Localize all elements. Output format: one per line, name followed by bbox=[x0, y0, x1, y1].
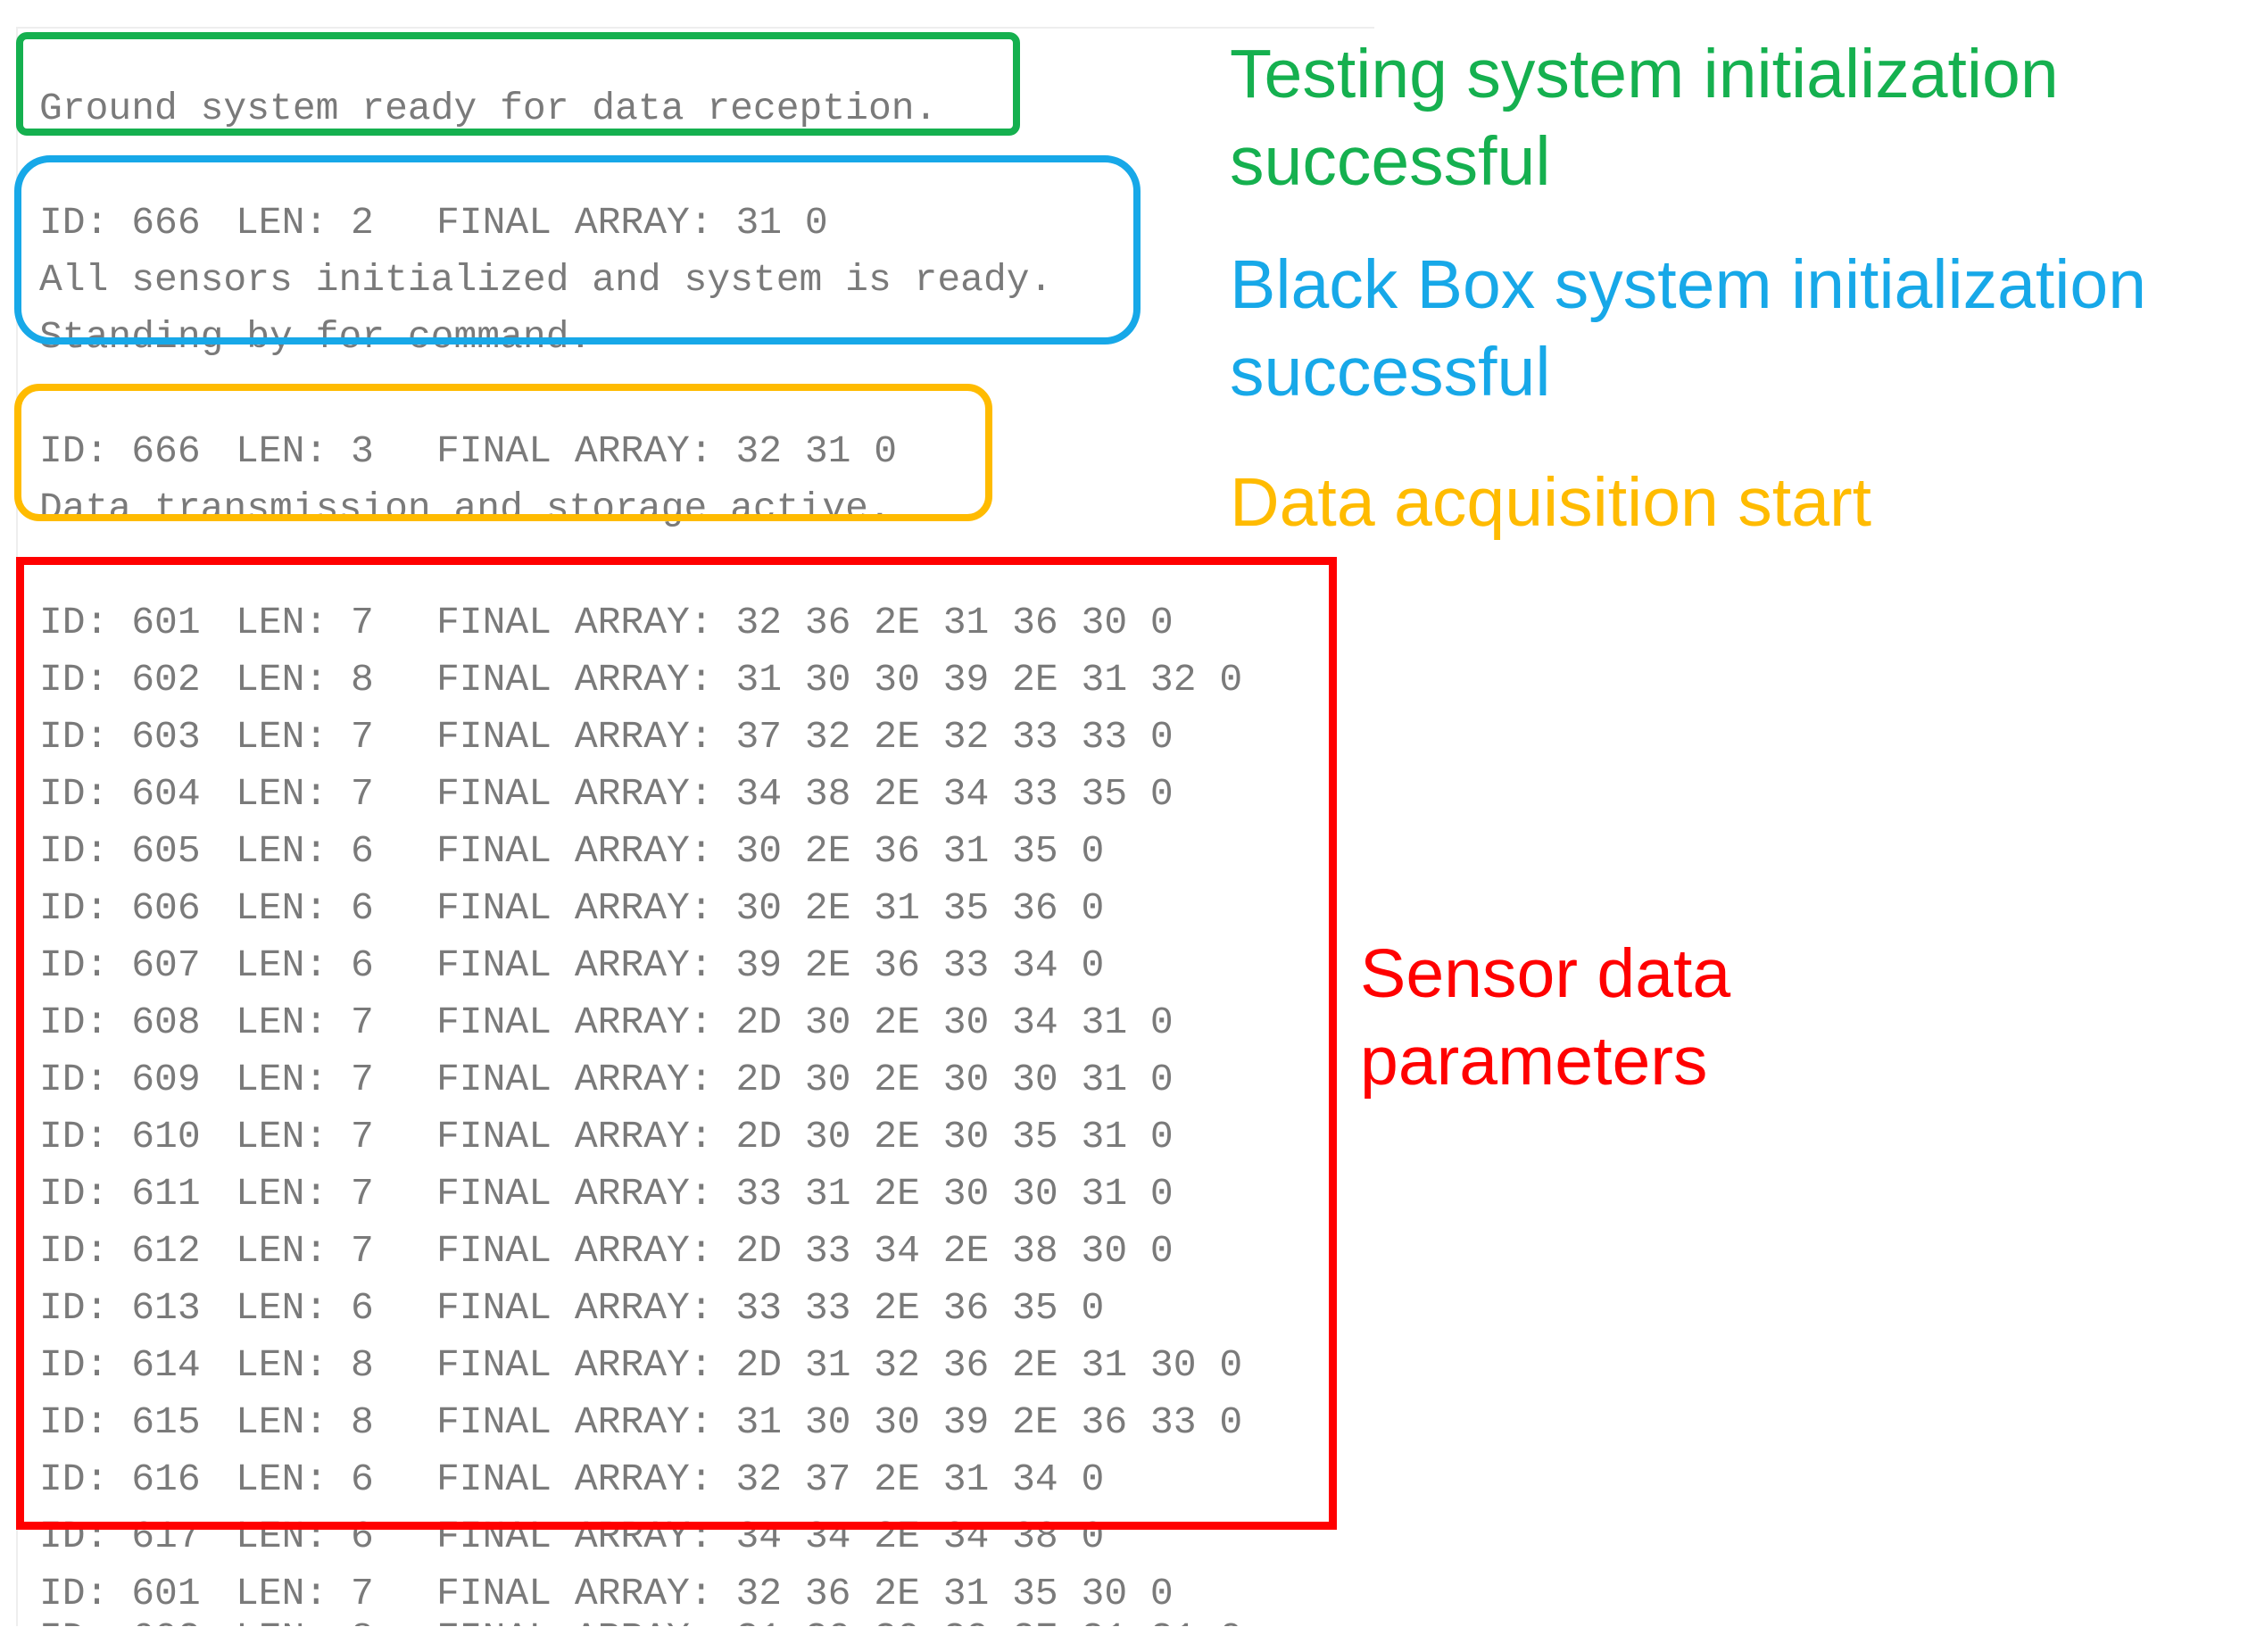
row-len: LEN: 7 bbox=[236, 1000, 374, 1044]
row-len: LEN: 6 bbox=[236, 1457, 374, 1501]
ground-ready-text: Ground system ready for data reception. bbox=[39, 87, 938, 130]
row-id: ID: 611 bbox=[39, 1172, 201, 1216]
acquisition-status-line: Data transmission and storage active. bbox=[39, 482, 892, 535]
row-array: FINAL ARRAY: 2D 31 32 36 2E 31 30 0 bbox=[436, 1343, 1243, 1387]
serial-monitor-output: Ground system ready for data reception. … bbox=[16, 27, 1374, 1626]
row-id: ID: 602 bbox=[39, 1612, 201, 1626]
row-id: ID: 603 bbox=[39, 715, 201, 759]
row-id: ID: 609 bbox=[39, 1058, 201, 1101]
row-len: LEN: 7 bbox=[236, 1115, 374, 1158]
row-len: LEN: 7 bbox=[236, 1058, 374, 1101]
line-array: FINAL ARRAY: 31 0 bbox=[436, 201, 828, 245]
row-array: FINAL ARRAY: 32 36 2E 31 35 30 0 bbox=[436, 1572, 1174, 1615]
line-id: ID: 666 bbox=[39, 429, 201, 473]
line-array: FINAL ARRAY: 32 31 0 bbox=[436, 429, 898, 473]
row-array: FINAL ARRAY: 2D 33 34 2E 38 30 0 bbox=[436, 1229, 1174, 1273]
row-array: FINAL ARRAY: 2D 30 2E 30 30 31 0 bbox=[436, 1058, 1174, 1101]
row-id: ID: 601 bbox=[39, 1572, 201, 1615]
row-len: LEN: 7 bbox=[236, 772, 374, 816]
row-id: ID: 616 bbox=[39, 1457, 201, 1501]
blackbox-status-text: All sensors initialized and system is re… bbox=[39, 258, 1053, 302]
row-id: ID: 608 bbox=[39, 1000, 201, 1044]
row-array: FINAL ARRAY: 33 33 2E 36 35 0 bbox=[436, 1286, 1105, 1330]
blackbox-status-line: All sensors initialized and system is re… bbox=[39, 253, 1052, 307]
row-array: FINAL ARRAY: 2D 30 2E 30 34 31 0 bbox=[436, 1000, 1174, 1044]
row-array: FINAL ARRAY: 34 38 2E 34 33 35 0 bbox=[436, 772, 1174, 816]
row-id: ID: 604 bbox=[39, 772, 201, 816]
line-id: ID: 666 bbox=[39, 201, 201, 245]
row-array: FINAL ARRAY: 37 32 2E 32 33 33 0 bbox=[436, 715, 1174, 759]
acquisition-annotation: Data acquisition start bbox=[1230, 464, 1872, 541]
row-id: ID: 607 bbox=[39, 943, 201, 987]
blackbox-header-line: ID: 666 LEN: 2 FINAL ARRAY: 31 0 bbox=[39, 196, 828, 250]
sensor-annotation: Sensor data parameters bbox=[1360, 935, 1731, 1100]
acquisition-highlight-box bbox=[14, 384, 992, 521]
row-id: ID: 601 bbox=[39, 601, 201, 644]
row-len: LEN: 8 bbox=[236, 1612, 374, 1626]
row-array: FINAL ARRAY: 32 37 2E 31 34 0 bbox=[436, 1457, 1105, 1501]
row-len: LEN: 7 bbox=[236, 601, 374, 644]
blackbox-standby-line: Standing by for command. bbox=[39, 311, 592, 364]
row-len: LEN: 6 bbox=[236, 1286, 374, 1330]
row-id: ID: 605 bbox=[39, 829, 201, 873]
row-array: FINAL ARRAY: 31 30 30 39 2E 31 32 0 bbox=[436, 658, 1243, 701]
row-len: LEN: 8 bbox=[236, 658, 374, 701]
line-len: LEN: 2 bbox=[236, 201, 374, 245]
row-array: FINAL ARRAY: 30 2E 31 35 36 0 bbox=[436, 886, 1105, 930]
row-array: FINAL ARRAY: 31 30 30 39 2E 31 31 0 bbox=[436, 1612, 1242, 1626]
acquisition-header-line: ID: 666 LEN: 3 FINAL ARRAY: 32 31 0 bbox=[39, 425, 897, 478]
ground-ready-highlight-box bbox=[16, 32, 1020, 136]
blackbox-annotation: Black Box system initialization successf… bbox=[1230, 246, 2147, 411]
ground-ready-line: Ground system ready for data reception. bbox=[39, 82, 937, 136]
row-id: ID: 612 bbox=[39, 1229, 201, 1273]
row-array: FINAL ARRAY: 2D 30 2E 30 35 31 0 bbox=[436, 1115, 1174, 1158]
row-array: FINAL ARRAY: 39 2E 36 33 34 0 bbox=[436, 943, 1105, 987]
row-len: LEN: 8 bbox=[236, 1400, 374, 1444]
row-len: LEN: 7 bbox=[236, 1229, 374, 1273]
line-len: LEN: 3 bbox=[236, 429, 374, 473]
row-id: ID: 615 bbox=[39, 1400, 201, 1444]
row-len: LEN: 6 bbox=[236, 943, 374, 987]
row-len: LEN: 6 bbox=[236, 829, 374, 873]
row-id: ID: 614 bbox=[39, 1343, 201, 1387]
row-len: LEN: 8 bbox=[236, 1343, 374, 1387]
row-id: ID: 610 bbox=[39, 1115, 201, 1158]
row-len: LEN: 6 bbox=[236, 886, 374, 930]
row-array: FINAL ARRAY: 32 36 2E 31 36 30 0 bbox=[436, 601, 1174, 644]
row-array: FINAL ARRAY: 31 30 30 39 2E 36 33 0 bbox=[436, 1400, 1243, 1444]
row-len: LEN: 7 bbox=[236, 1572, 374, 1615]
row-id: ID: 602 bbox=[39, 658, 201, 701]
testing-annotation: Testing system initialization successful bbox=[1230, 36, 2059, 200]
blackbox-highlight-box bbox=[14, 155, 1141, 345]
row-array: FINAL ARRAY: 33 31 2E 30 30 31 0 bbox=[436, 1172, 1174, 1216]
row-len: LEN: 7 bbox=[236, 715, 374, 759]
row-id: ID: 613 bbox=[39, 1286, 201, 1330]
row-id: ID: 606 bbox=[39, 886, 201, 930]
blackbox-standby-text: Standing by for command. bbox=[39, 315, 593, 359]
sensor-data-highlight-box bbox=[16, 557, 1337, 1530]
acquisition-status-text: Data transmission and storage active. bbox=[39, 486, 892, 530]
row-array: FINAL ARRAY: 30 2E 36 31 35 0 bbox=[436, 829, 1105, 873]
row-len: LEN: 7 bbox=[236, 1172, 374, 1216]
